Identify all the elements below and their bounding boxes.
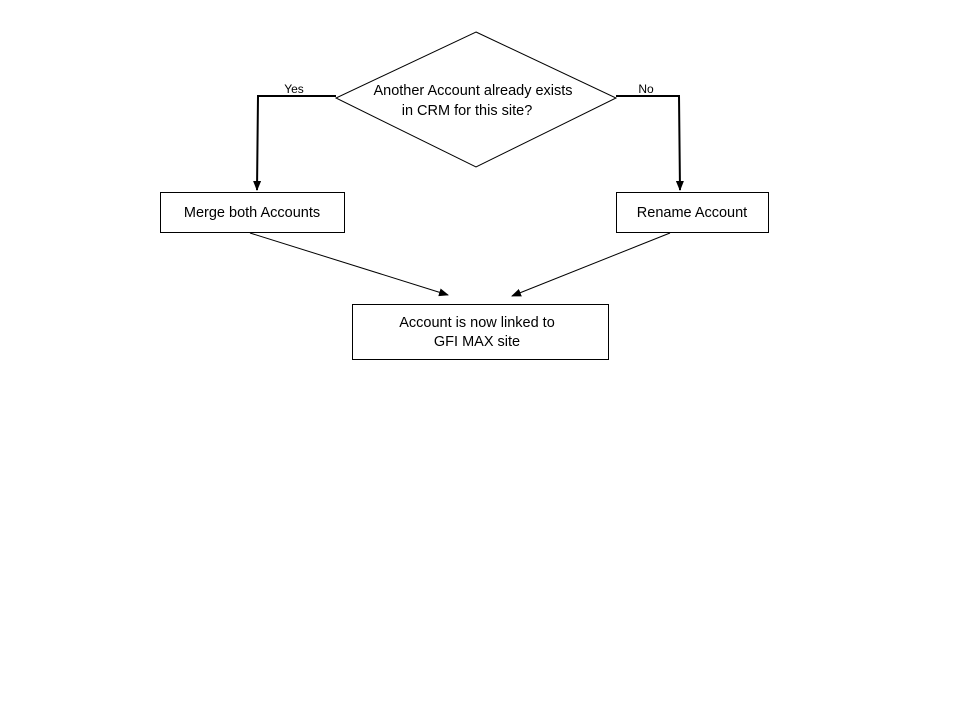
merge-accounts-label: Merge both Accounts [184, 205, 320, 221]
no-branch: No [616, 82, 684, 191]
decision-node: Another Account already exists in CRM fo… [334, 31, 618, 168]
result-text-line1: Account is now linked to [399, 315, 555, 331]
decision-text-line1: Another Account already exists [373, 83, 572, 99]
rename-account-label: Rename Account [637, 205, 747, 221]
rename-account-node: Rename Account [616, 192, 769, 233]
result-box [352, 304, 609, 360]
rename-account-box [616, 192, 769, 233]
yes-label: Yes [284, 82, 304, 96]
yes-connector [253, 95, 336, 191]
rename-to-result-arrow [511, 232, 671, 297]
result-text-line2: GFI MAX site [434, 334, 520, 350]
result-node: Account is now linked to GFI MAX site [352, 304, 609, 360]
yes-branch: Yes [253, 82, 336, 191]
no-label: No [638, 82, 654, 96]
no-connector [616, 95, 684, 191]
decision-text-line2: in CRM for this site? [402, 103, 533, 119]
merge-accounts-box [160, 192, 345, 233]
decision-diamond-shape [334, 31, 618, 168]
merge-accounts-node: Merge both Accounts [160, 192, 345, 233]
merge-to-result-arrow [249, 232, 449, 297]
